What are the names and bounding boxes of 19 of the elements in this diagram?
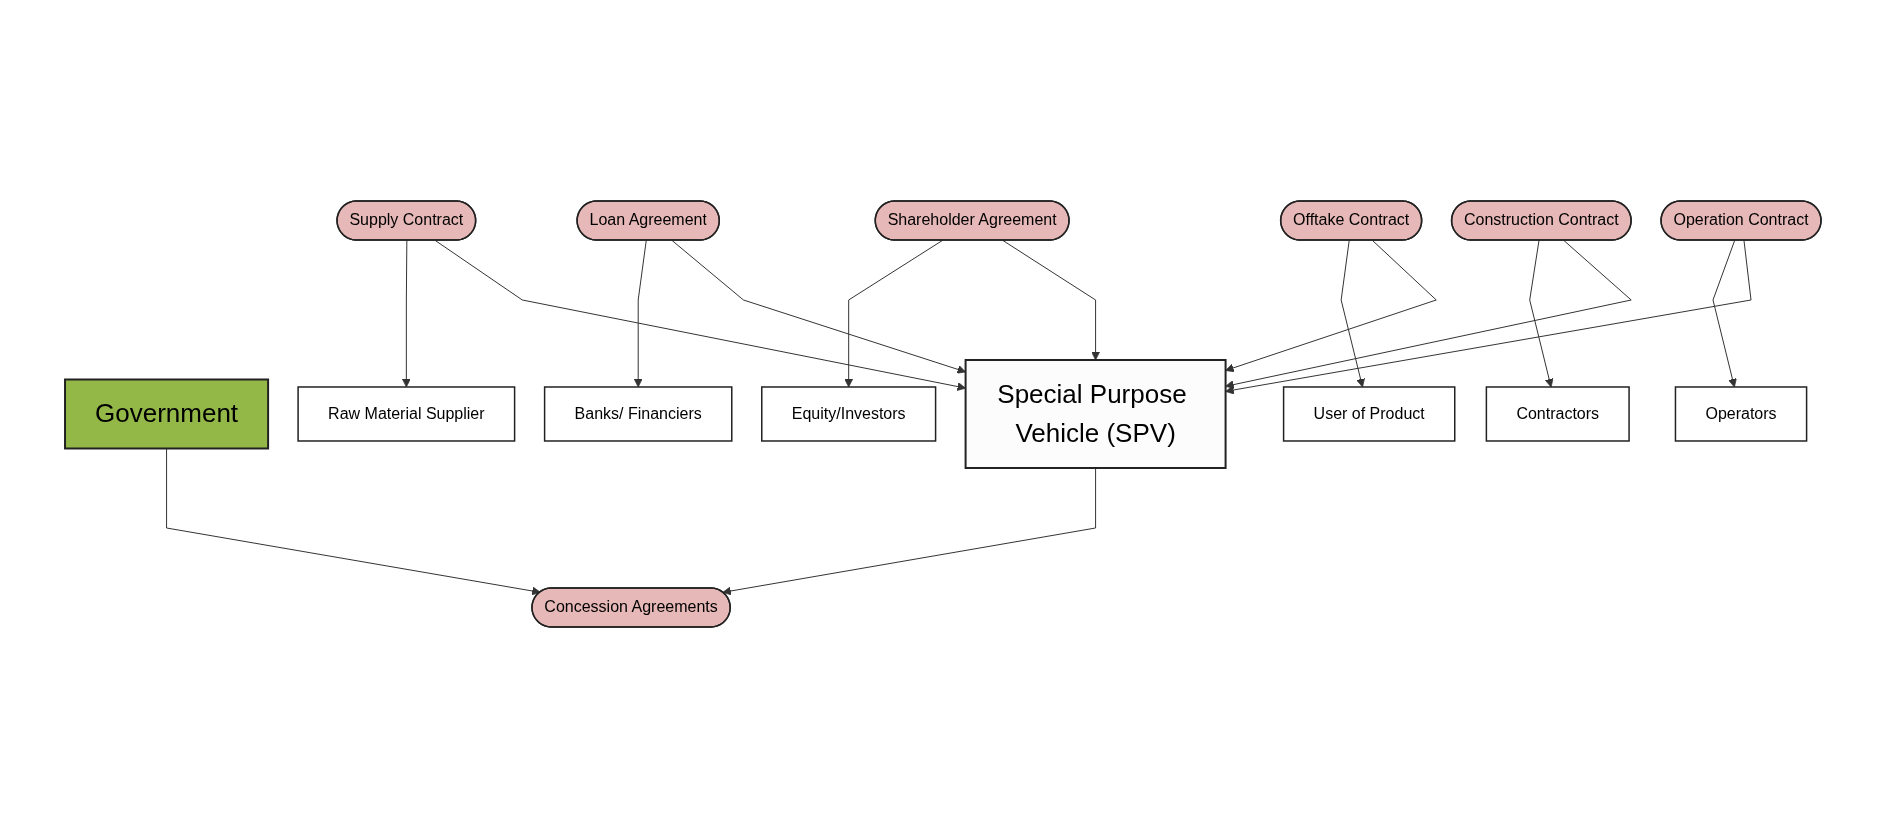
arrow (844, 239, 944, 387)
node-box: Banks/ Financiers (544, 385, 733, 442)
arrow (435, 239, 967, 391)
arrow (1529, 239, 1554, 387)
node-box: Raw Material Supplier (297, 385, 516, 442)
arrow (1713, 239, 1738, 387)
arrow (672, 239, 967, 374)
arrow (1341, 239, 1366, 387)
node-box: Government (64, 378, 270, 449)
node-box: User of Product (1283, 385, 1456, 442)
node-box: Operators (1675, 385, 1808, 442)
arrow (722, 467, 1097, 595)
node-box: Contractors (1486, 385, 1631, 442)
arrow (1002, 239, 1101, 360)
arrow (166, 447, 542, 595)
node-box: Special Purpose Vehicle (SPV) (965, 358, 1228, 469)
arrow (402, 239, 412, 387)
arrow (634, 239, 648, 387)
node-box: Equity/Investors (761, 385, 937, 442)
